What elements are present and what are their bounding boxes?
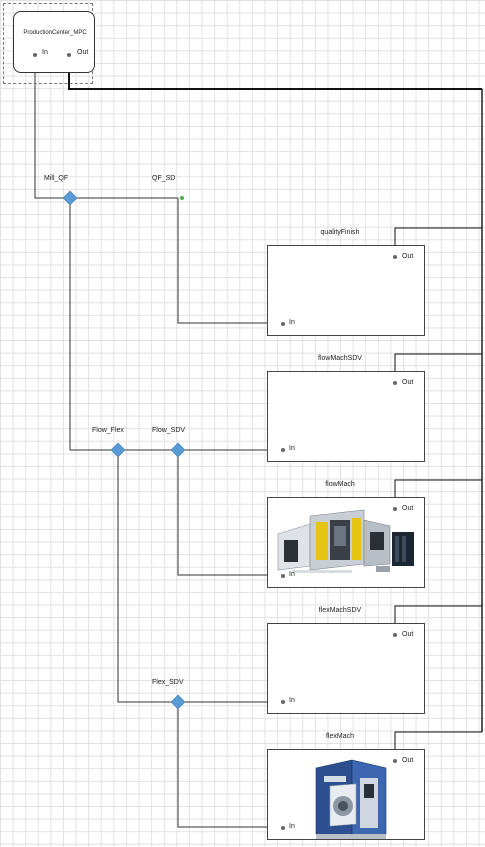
mpc-out-port[interactable] bbox=[67, 53, 71, 57]
flowmach-out-label: Out bbox=[402, 505, 414, 512]
wire-flexsdv-flexmach bbox=[177, 702, 282, 828]
flexmach-machine-image bbox=[315, 759, 387, 839]
flowmachsdv-in-port[interactable] bbox=[281, 448, 285, 452]
junction-label-qf-sd: QF_SD bbox=[152, 175, 176, 182]
wire-millqf-flowflex bbox=[69, 198, 118, 451]
machine-title-flexmachsdv: flexMachSDV bbox=[318, 607, 362, 614]
flexmachsdv-out-port[interactable] bbox=[393, 633, 397, 637]
flexmach-out-port[interactable] bbox=[393, 759, 397, 763]
wire-flowflex-flexsdv bbox=[117, 450, 178, 703]
flowmachsdv-out-port[interactable] bbox=[393, 381, 397, 385]
flexmach-out-label: Out bbox=[402, 757, 414, 764]
machine-title-flexmach: flexMach bbox=[325, 733, 355, 740]
junction-label-mill-qf: Mill_QF bbox=[44, 175, 69, 182]
machine-title-flowmachsdv: flowMachSDV bbox=[318, 355, 362, 362]
flexmachsdv-in-label: In bbox=[289, 697, 295, 704]
machine-node-flowmach[interactable]: Out In bbox=[267, 497, 425, 588]
machine-node-qualityfinish[interactable]: Out In bbox=[267, 245, 425, 336]
junction-flow-flex bbox=[110, 442, 126, 458]
wire-mpc-in bbox=[34, 54, 70, 199]
qualityfinish-in-label: In bbox=[289, 319, 295, 326]
junction-mill-qf bbox=[62, 190, 78, 206]
wire-qfsd-qualityfinish bbox=[177, 198, 282, 324]
junction-qf-sd bbox=[180, 196, 184, 200]
flowmachsdv-in-label: In bbox=[289, 445, 295, 452]
machine-title-flowmach: flowMach bbox=[325, 481, 355, 488]
machine-title-qualityfinish: qualityFinish bbox=[320, 229, 360, 236]
junction-label-flow-flex: Flow_Flex bbox=[92, 427, 124, 434]
flowmach-in-label: In bbox=[289, 571, 295, 578]
junction-label-flex-sdv: Flex_SDV bbox=[152, 679, 184, 686]
flowmachsdv-out-label: Out bbox=[402, 379, 414, 386]
flowmach-in-port[interactable] bbox=[281, 574, 285, 578]
junction-label-flow-sdv: Flow_SDV bbox=[152, 427, 186, 434]
machine-node-flexmach[interactable]: Out In bbox=[267, 749, 425, 840]
junction-flow-sdv bbox=[170, 442, 186, 458]
wire-flowsdv-flowmach bbox=[177, 450, 282, 576]
qualityfinish-out-label: Out bbox=[402, 253, 414, 260]
flexmachsdv-in-port[interactable] bbox=[281, 700, 285, 704]
flexmach-in-label: In bbox=[289, 823, 295, 830]
machine-node-flexmachsdv[interactable]: Out In bbox=[267, 623, 425, 714]
mpc-out-label: Out bbox=[77, 49, 89, 56]
machine-node-flowmachsdv[interactable]: Out In bbox=[267, 371, 425, 462]
flexmachsdv-out-label: Out bbox=[402, 631, 414, 638]
flexmach-in-port[interactable] bbox=[281, 826, 285, 830]
flowmach-out-port[interactable] bbox=[393, 507, 397, 511]
wire-mpc-out bbox=[68, 54, 482, 90]
mpc-in-port[interactable] bbox=[33, 53, 37, 57]
junction-flex-sdv bbox=[170, 694, 186, 710]
qualityfinish-out-port[interactable] bbox=[393, 255, 397, 259]
qualityfinish-in-port[interactable] bbox=[281, 322, 285, 326]
production-center-node[interactable]: ProductionCenter_MPC In Out bbox=[13, 11, 95, 73]
production-center-title: ProductionCenter_MPC bbox=[23, 30, 87, 36]
mpc-in-label: In bbox=[42, 49, 48, 56]
flowmach-machine-image bbox=[277, 509, 414, 573]
